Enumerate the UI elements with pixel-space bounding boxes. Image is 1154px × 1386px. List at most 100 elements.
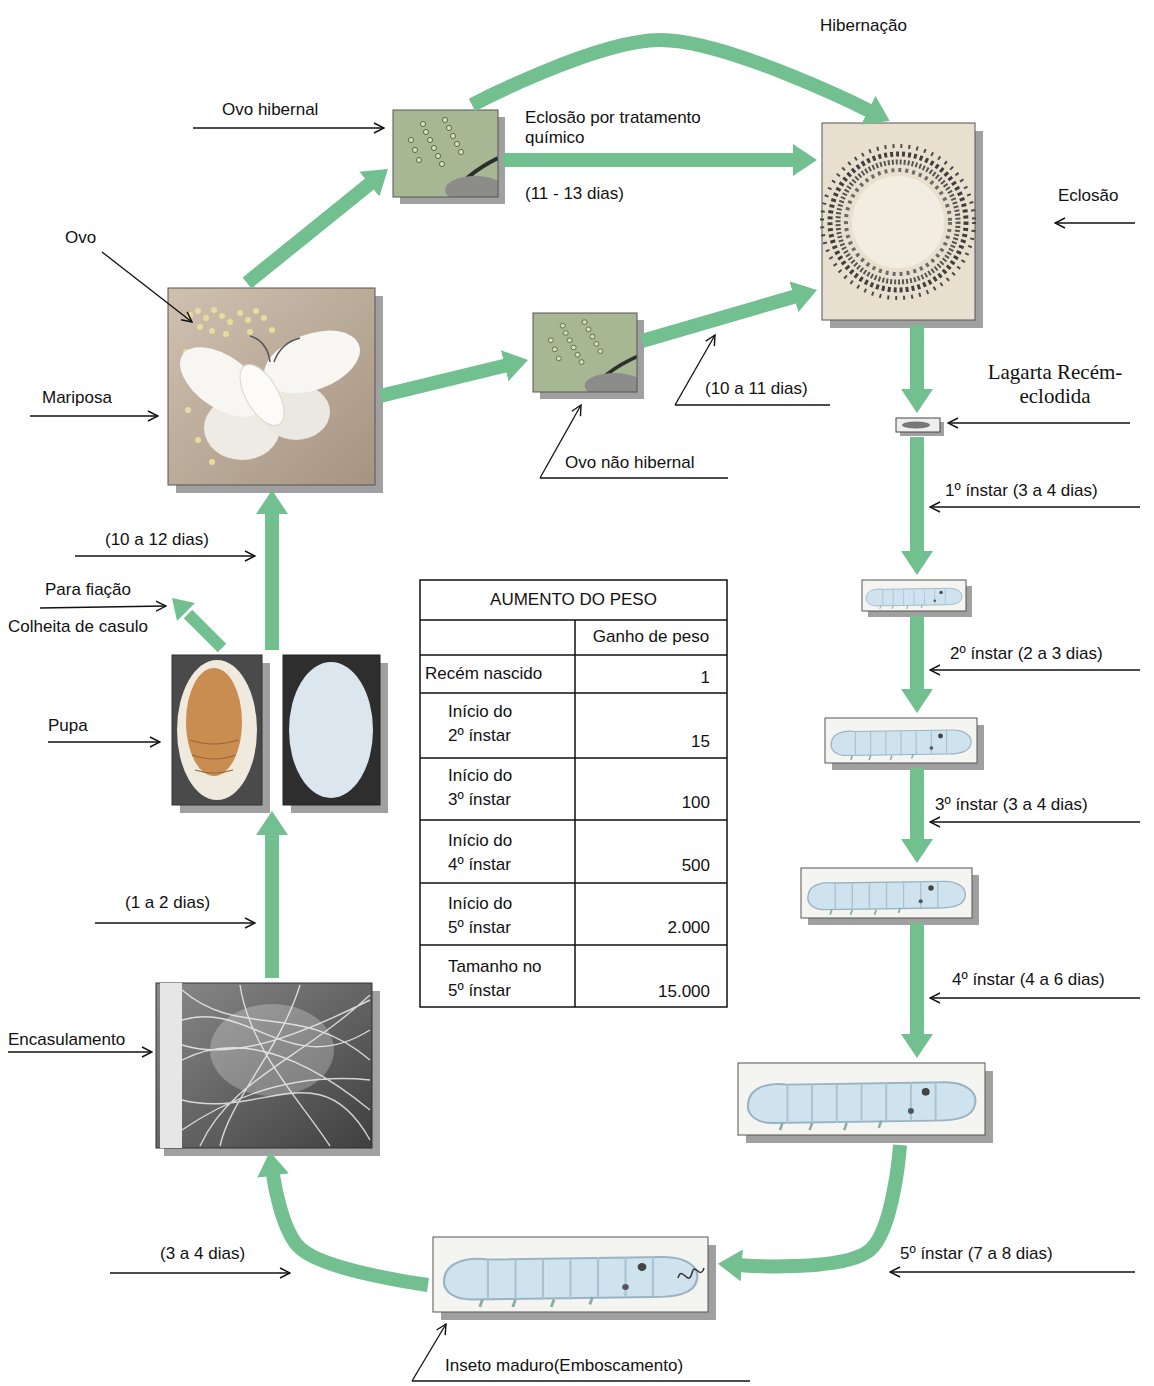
pupa-segments (190, 740, 238, 773)
duration-label: 4º ínstar (4 a 6 dias) (952, 970, 1105, 990)
figure-part (185, 407, 191, 413)
leader-lines (8, 128, 1140, 1381)
photo-frame (825, 718, 977, 763)
leader-line (412, 1380, 750, 1381)
photo-frame: MariposaOvo (168, 288, 375, 485)
harvest-arrow-head (172, 598, 195, 621)
cocoon (289, 662, 373, 798)
table-cell: AUMENTO DO PESO (420, 590, 727, 610)
hatchling-ring (830, 154, 966, 290)
leader-line (930, 821, 1140, 822)
figure-part (219, 313, 225, 319)
photo-frame (862, 580, 966, 611)
leader-line (930, 669, 1140, 670)
photo-frame: Eclosão (822, 123, 975, 320)
figure-part (197, 324, 203, 330)
figure-part (187, 312, 193, 318)
cycle-arrow (910, 437, 924, 552)
cycle-arrow (910, 923, 924, 1035)
photo-label: Encasulamento (8, 1030, 125, 1050)
table-cell: 100 (580, 793, 710, 813)
hatchling-ring (822, 146, 974, 298)
figure-part (269, 327, 275, 333)
leader-line (8, 1051, 152, 1052)
figure-part (253, 308, 259, 314)
leader-line (75, 555, 255, 556)
photo-frame: Inseto maduro(Emboscamento) (433, 1237, 708, 1312)
cocoon-shell (177, 660, 257, 800)
pupa-photo (172, 655, 262, 805)
figure-part (211, 307, 217, 313)
photo-frame: Ovo hibernal (393, 110, 498, 197)
cycle-arrow (380, 365, 506, 396)
table-cell: 15.000 (580, 982, 710, 1002)
photo-frame-line (801, 868, 972, 918)
support-band (160, 983, 182, 1148)
silk-thread (678, 1268, 704, 1278)
figure-part (223, 331, 229, 337)
note-label: Colheita de casulo (8, 617, 148, 637)
cycle-arrow (741, 1145, 900, 1266)
cycle-arrow (265, 834, 279, 978)
ring-centre (852, 176, 944, 268)
table-cell: 2.000 (580, 918, 710, 938)
larva-photo (862, 580, 966, 611)
table-cell: Ganho de peso (575, 627, 727, 647)
cocoon-photo (283, 655, 380, 805)
table-cell: Início do 5º ínstar (448, 892, 523, 940)
photo-label: Ovo (65, 228, 96, 248)
cycle-arrow (910, 768, 924, 840)
silk-threads (182, 985, 370, 1146)
larva-photo (433, 1237, 708, 1312)
photo-label: Eclosão (1058, 186, 1118, 206)
photo-label: Pupa (48, 716, 88, 736)
photo-frame-line (862, 580, 966, 611)
photo-frame-line (533, 313, 637, 392)
larva-photo (738, 1063, 985, 1135)
photo-frame: Ovo não hibernal (533, 313, 637, 392)
table-rules (420, 620, 727, 1007)
leader-line (930, 997, 1140, 998)
photo-frame: Lagarta Recém-eclodida (896, 418, 940, 432)
leader-line (412, 1324, 446, 1381)
newborn-larva (902, 422, 930, 429)
cycle-arrow (265, 513, 279, 650)
photo-label: Lagarta Recém-eclodida (962, 360, 1148, 408)
leader-line (675, 404, 830, 405)
photo-label: Mariposa (42, 388, 112, 408)
leader-line (102, 252, 192, 322)
moth-photo (168, 288, 375, 485)
figure-part (209, 328, 215, 334)
leader-line (95, 922, 255, 923)
newborn-photo (896, 418, 940, 432)
leader-line (540, 477, 728, 478)
larva-photo (825, 718, 977, 763)
photo-frame-line (825, 718, 977, 763)
duration-label: 3º ínstar (3 a 4 dias) (935, 795, 1088, 815)
cycle-arrow (910, 325, 924, 390)
leader-line (193, 127, 384, 128)
note-label: (11 - 13 dias) (525, 184, 624, 204)
duration-label: 2º ínstar (2 a 3 dias) (950, 644, 1103, 664)
pupa-body (186, 668, 242, 776)
duration-label: (1 a 2 dias) (125, 893, 210, 913)
photo-label: Ovo hibernal (222, 100, 318, 120)
photo-frame-line (393, 110, 498, 197)
moth-antenna (250, 336, 300, 362)
duration-label: Hibernação (820, 16, 907, 36)
cycle-arrow (273, 1175, 428, 1285)
table-cell: 500 (580, 856, 710, 876)
note-label: Para fiação (45, 580, 131, 600)
figure-part (245, 317, 251, 323)
leader-line (930, 506, 1140, 507)
figure-part (195, 308, 201, 314)
photo-frame (738, 1063, 985, 1135)
leader-line (48, 741, 160, 742)
figure-part (209, 459, 215, 465)
figure-part (261, 315, 267, 321)
larva-photo (801, 868, 972, 918)
